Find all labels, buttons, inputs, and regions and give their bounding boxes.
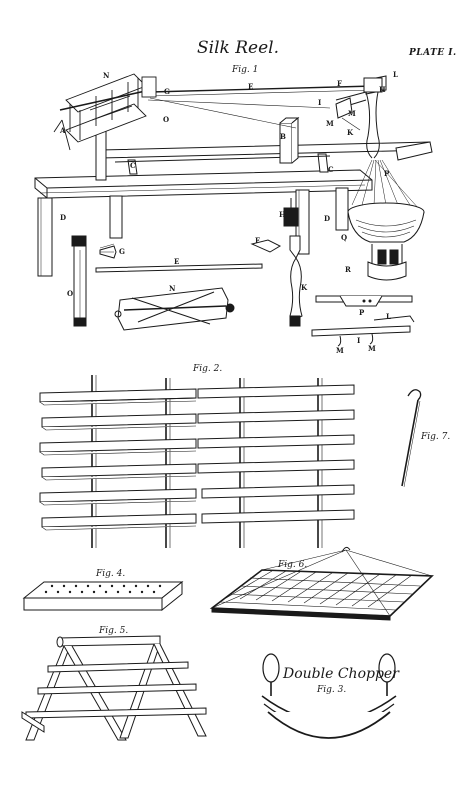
label-m-3: M	[336, 346, 344, 355]
label-p-2: P	[359, 308, 365, 317]
label-k-2: K	[301, 283, 308, 292]
label-m-2: M	[326, 119, 334, 128]
net-suspension-cords	[211, 546, 433, 617]
label-m: M	[348, 109, 356, 118]
label-h: H	[379, 85, 386, 94]
fig5-rack	[21, 635, 207, 741]
label-c: C	[130, 161, 136, 170]
shelf-boards	[39, 384, 355, 531]
label-n: N	[103, 71, 110, 80]
fig5-caption: Fig. 5.	[99, 626, 129, 636]
label-n-2: N	[169, 284, 176, 293]
reel-drum	[53, 73, 157, 151]
label-o: O	[163, 115, 170, 124]
basin-and-stove	[347, 202, 425, 281]
fig4-tray	[22, 580, 184, 612]
fig7-hook	[401, 389, 422, 488]
fig4-caption: Fig. 4.	[96, 569, 126, 579]
fig3-double-chopper	[261, 653, 397, 739]
fig2-caption: Fig. 2.	[193, 364, 223, 374]
label-o-2: O	[67, 289, 74, 298]
fig7-caption: Fig. 7.	[421, 432, 451, 442]
fig6-net	[209, 546, 434, 621]
label-i-2: I	[357, 336, 361, 345]
label-d: D	[60, 213, 67, 222]
label-a: A	[60, 126, 66, 135]
label-r: R	[345, 265, 351, 274]
label-h-2: H	[279, 210, 286, 219]
fig2-shelf-frame	[39, 375, 355, 548]
label-f: F	[337, 79, 342, 88]
label-g-2: G	[119, 247, 125, 256]
label-l: L	[393, 70, 398, 79]
label-p: P	[384, 169, 390, 178]
fig6-caption: Fig. 6.	[278, 560, 308, 570]
fig1-caption: Fig. 1	[232, 65, 259, 75]
label-m-4: M	[368, 344, 376, 353]
label-e-2: E	[174, 257, 180, 266]
plate-title: Silk Reel.	[197, 38, 279, 58]
chopper-caption: Double Chopper	[283, 666, 399, 682]
fig1-silk-reel	[34, 73, 433, 347]
label-q: Q	[341, 233, 348, 242]
label-l-2: L	[386, 312, 391, 321]
label-e: E	[248, 82, 254, 91]
fig3-caption: Fig. 3.	[317, 685, 347, 695]
label-g: G	[164, 87, 170, 96]
exploded-parts	[71, 198, 415, 347]
label-f-2: F	[255, 236, 260, 245]
label-c-2: C	[328, 165, 334, 174]
label-i: I	[318, 98, 322, 107]
traverse-mechanism	[335, 75, 421, 211]
label-k: K	[347, 128, 354, 137]
label-b: B	[280, 132, 286, 141]
plate-number: PLATE I.	[409, 48, 457, 58]
label-d-2: D	[324, 214, 331, 223]
